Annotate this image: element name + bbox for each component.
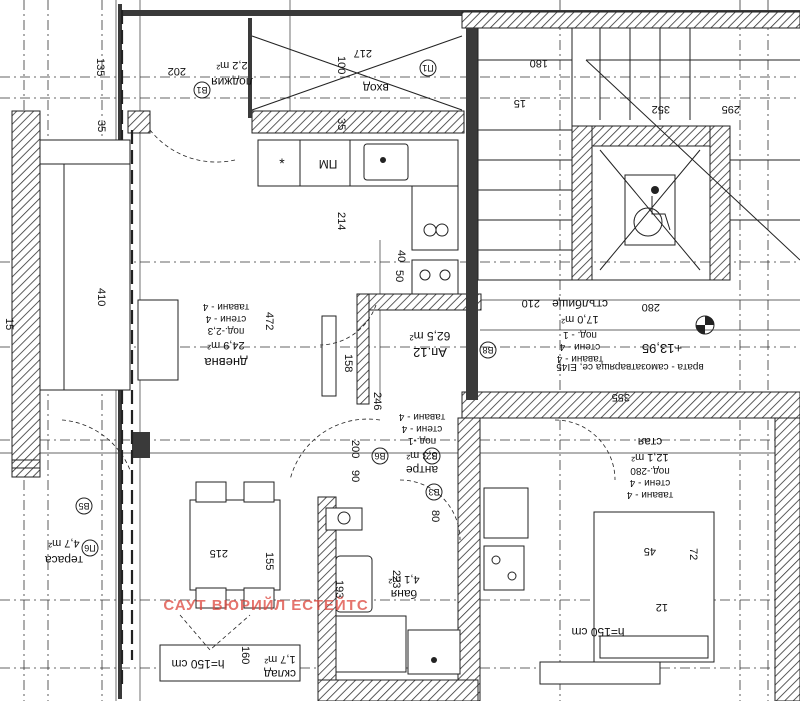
svg-text:стени - 4: стени - 4	[629, 477, 670, 488]
svg-text:В2: В2	[426, 451, 437, 461]
terrace-area: 4,7 m²	[48, 537, 80, 549]
svg-text:тавани - 4: тавани - 4	[202, 301, 249, 312]
height-note-2: h=150 cm	[571, 625, 624, 639]
kitchen-counter	[257, 139, 459, 295]
room-labels: дневна 24,9 m² под.-2,3 стени - 4 тавани…	[45, 59, 704, 681]
stairs-area: 17,0 m²	[561, 313, 599, 325]
svg-text:15: 15	[3, 318, 15, 330]
svg-text:295: 295	[722, 103, 740, 115]
svg-text:158: 158	[342, 354, 354, 372]
svg-text:40: 40	[395, 250, 407, 262]
dining-table	[159, 481, 301, 682]
elevation-label: +13,95	[642, 341, 682, 356]
apartment-area: 62,5 m²	[410, 329, 451, 343]
svg-text:352: 352	[652, 103, 670, 115]
svg-text:стени - 4: стени - 4	[559, 341, 600, 352]
entrance-name: вход	[363, 81, 389, 95]
svg-text:под.-280: под.-280	[630, 465, 670, 476]
svg-text:200: 200	[349, 440, 361, 458]
svg-text:тавани - 4: тавани - 4	[556, 353, 603, 364]
living-name: дневна	[204, 355, 248, 370]
svg-text:В8: В8	[482, 345, 493, 355]
svg-text:210: 210	[522, 297, 540, 309]
staircase	[477, 27, 800, 281]
svg-text:472: 472	[263, 312, 275, 330]
svg-text:193: 193	[333, 580, 345, 598]
svg-text:тавани - 4: тавани - 4	[626, 489, 673, 500]
svg-text:*: *	[279, 155, 285, 171]
svg-text:П6: П6	[84, 543, 95, 553]
svg-text:В5: В5	[78, 501, 89, 511]
hall-name: антре	[406, 463, 438, 477]
stairs-name: стълбище	[552, 297, 608, 311]
bathroom-fixtures	[325, 487, 529, 675]
svg-text:72: 72	[687, 548, 699, 560]
svg-text:под.-2,3: под.-2,3	[207, 325, 244, 336]
svg-text:214: 214	[335, 212, 347, 230]
svg-text:90: 90	[349, 470, 361, 482]
svg-text:В3: В3	[428, 487, 439, 497]
hall-area: 3,3 m²	[406, 449, 438, 461]
svg-text:тавани - 4: тавани - 4	[398, 411, 445, 422]
elevation-marker-icon	[695, 315, 715, 335]
loggia-area: 2,2 m²	[216, 59, 248, 71]
svg-text:15: 15	[514, 97, 526, 109]
doors	[61, 129, 616, 651]
living-area: 24,9 m²	[207, 339, 245, 351]
bedroom-bed	[539, 511, 715, 685]
svg-text:217: 217	[354, 47, 372, 59]
wheelchair-icon	[624, 174, 676, 246]
svg-text:100: 100	[335, 56, 347, 74]
bath-area: 4,1 m²	[388, 573, 420, 585]
watermark: САУТ ВЮРИЙЛ ЕСТЕЙТС	[163, 596, 368, 614]
svg-text:135: 135	[94, 58, 106, 76]
storage-name: склад	[264, 667, 296, 681]
svg-text:215: 215	[210, 547, 228, 559]
svg-text:В6: В6	[374, 451, 385, 461]
svg-text:35: 35	[95, 120, 107, 132]
svg-text:160: 160	[239, 646, 251, 664]
svg-text:410: 410	[95, 288, 107, 306]
svg-text:223: 223	[390, 570, 402, 588]
bedroom-area: 12,1 m²	[631, 451, 669, 463]
svg-text:280: 280	[642, 301, 660, 313]
apartment-label: Ап.12	[413, 345, 447, 360]
svg-text:355: 355	[612, 391, 630, 403]
svg-text:В1: В1	[196, 85, 207, 95]
entry-markers	[251, 35, 463, 111]
door-note: врата - самозатваряща се, EI45	[556, 361, 704, 372]
svg-text:246: 246	[371, 392, 383, 410]
svg-text:12: 12	[656, 601, 668, 613]
svg-text:50: 50	[393, 270, 405, 282]
living-furniture	[39, 139, 337, 397]
dimension-labels: 135 35 410 15 202 100 217 35 472 214 158…	[3, 47, 740, 664]
svg-text:202: 202	[168, 65, 186, 77]
svg-text:35: 35	[335, 118, 347, 130]
svg-text:стени - 4: стени - 4	[205, 313, 246, 324]
element-tags: В1 В2 В3 В5 В6 В8 П1 П6	[75, 59, 497, 557]
height-note-1: h=150 cm	[171, 657, 224, 671]
svg-text:под.-1: под.-1	[407, 435, 436, 446]
bedroom-name: стая	[638, 435, 663, 449]
svg-text:155: 155	[263, 552, 275, 570]
svg-text:П1: П1	[422, 63, 433, 73]
svg-text:45: 45	[644, 545, 656, 557]
svg-text:под. - 1: под. - 1	[563, 329, 597, 340]
loggia-name: лоджия	[211, 75, 253, 89]
svg-text:стени - 4: стени - 4	[401, 423, 442, 434]
svg-text:80: 80	[429, 510, 441, 522]
svg-text:180: 180	[530, 57, 548, 69]
terrace-name: тераса	[45, 553, 83, 567]
storage-area: 1,7 m²	[264, 653, 296, 665]
bath-name: баня	[391, 587, 417, 601]
kitchen-label: ПМ	[319, 157, 338, 171]
